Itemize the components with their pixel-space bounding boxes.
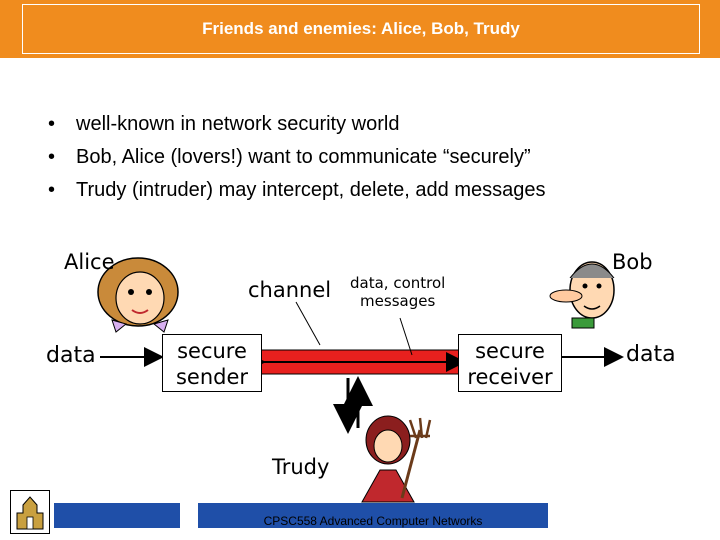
data-control-label: data, control messages bbox=[350, 274, 445, 310]
trudy-icon bbox=[361, 415, 432, 503]
bullet-list: •well-known in network security world •B… bbox=[48, 108, 545, 207]
bullet-text: well-known in network security world bbox=[76, 113, 400, 135]
secure-receiver-box: secure receiver bbox=[458, 334, 562, 392]
alice-label: Alice bbox=[64, 250, 115, 274]
title-bar: Friends and enemies: Alice, Bob, Trudy bbox=[0, 0, 720, 58]
receiver-line2: receiver bbox=[467, 365, 553, 389]
data-control-line2: messages bbox=[360, 292, 436, 310]
bob-label: Bob bbox=[612, 250, 653, 274]
bullet-item: •well-known in network security world bbox=[48, 113, 400, 135]
bullet-text: Trudy (intruder) may intercept, delete, … bbox=[76, 179, 546, 201]
data-left-label: data bbox=[46, 343, 96, 368]
bullet-item: •Trudy (intruder) may intercept, delete,… bbox=[48, 179, 546, 201]
bullet-text: Bob, Alice (lovers!) want to communicate… bbox=[76, 146, 531, 168]
bob-icon bbox=[549, 261, 615, 329]
alice-icon bbox=[97, 257, 179, 333]
sender-line2: sender bbox=[175, 365, 249, 389]
trudy-label: Trudy bbox=[272, 455, 330, 479]
footer-bar-left bbox=[54, 503, 180, 528]
slide-title: Friends and enemies: Alice, Bob, Trudy bbox=[22, 4, 700, 54]
channel-pointer-line bbox=[295, 301, 321, 346]
data-right-label: data bbox=[626, 342, 676, 367]
data-control-line1: data, control bbox=[350, 274, 446, 292]
footer-course: CPSC558 Advanced Computer Networks bbox=[198, 503, 548, 528]
university-logo-icon bbox=[10, 490, 50, 534]
channel-label: channel bbox=[248, 278, 332, 302]
sender-line1: secure bbox=[177, 339, 247, 363]
secure-sender-box: secure sender bbox=[162, 334, 262, 392]
receiver-line1: secure bbox=[475, 339, 545, 363]
bullet-item: •Bob, Alice (lovers!) want to communicat… bbox=[48, 146, 531, 168]
messages-pointer-line bbox=[399, 317, 413, 356]
